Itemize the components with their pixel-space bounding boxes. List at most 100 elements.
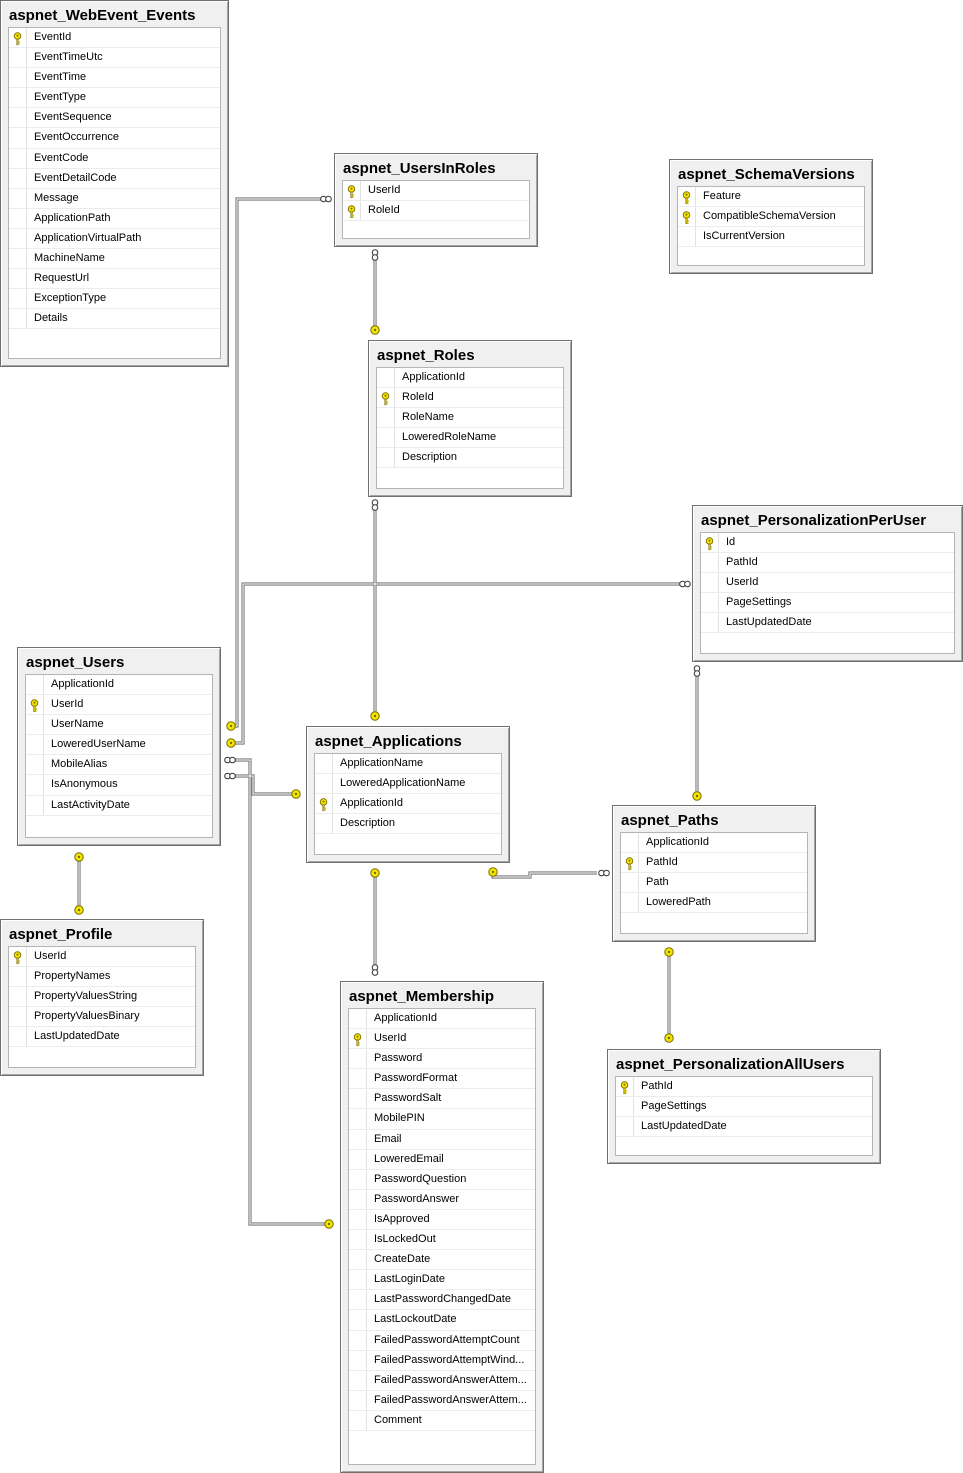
column-row-passwordquestion[interactable]: PasswordQuestion bbox=[349, 1169, 535, 1190]
column-row-path[interactable]: Path bbox=[621, 873, 807, 894]
primary-key-icon bbox=[681, 190, 692, 205]
column-row-eventsequence[interactable]: EventSequence bbox=[9, 108, 220, 129]
column-name: PasswordQuestion bbox=[374, 1172, 467, 1185]
column-row-passwordanswer[interactable]: PasswordAnswer bbox=[349, 1189, 535, 1210]
column-row-pagesettings[interactable]: PageSettings bbox=[616, 1097, 872, 1118]
column-row-eventtype[interactable]: EventType bbox=[9, 88, 220, 109]
column-row-iscurrentversion[interactable]: IsCurrentVersion bbox=[678, 227, 864, 248]
column-row-loweredusername[interactable]: LoweredUserName bbox=[26, 735, 212, 756]
column-row-machinename[interactable]: MachineName bbox=[9, 249, 220, 270]
column-row-eventid[interactable]: EventId bbox=[9, 28, 220, 49]
column-row-applicationid[interactable]: ApplicationId bbox=[315, 794, 501, 815]
column-row-applicationpath[interactable]: ApplicationPath bbox=[9, 208, 220, 229]
column-row-email[interactable]: Email bbox=[349, 1129, 535, 1150]
column-row-mobilepin[interactable]: MobilePIN bbox=[349, 1109, 535, 1130]
column-row-propertyvaluesstring[interactable]: PropertyValuesString bbox=[9, 987, 195, 1008]
column-name: PropertyValuesBinary bbox=[34, 1010, 140, 1023]
column-row-failedpasswordanswerattem[interactable]: FailedPasswordAnswerAttem... bbox=[349, 1370, 535, 1391]
column-row-feature[interactable]: Feature bbox=[678, 187, 864, 208]
column-row-applicationname[interactable]: ApplicationName bbox=[315, 754, 501, 775]
column-row-compatibleschemaversion[interactable]: CompatibleSchemaVersion bbox=[678, 207, 864, 228]
column-row-pathid[interactable]: PathId bbox=[701, 553, 954, 574]
row-selector bbox=[616, 1117, 634, 1137]
column-row-pathid[interactable]: PathId bbox=[621, 853, 807, 874]
column-row-loweredemail[interactable]: LoweredEmail bbox=[349, 1149, 535, 1170]
row-selector bbox=[315, 814, 333, 834]
column-row-loweredpath[interactable]: LoweredPath bbox=[621, 893, 807, 914]
column-row-isanonymous[interactable]: IsAnonymous bbox=[26, 775, 212, 796]
column-row-message[interactable]: Message bbox=[9, 188, 220, 209]
column-row-failedpasswordanswerattem[interactable]: FailedPasswordAnswerAttem... bbox=[349, 1390, 535, 1411]
many-end-roles-applications bbox=[371, 499, 379, 511]
column-row-lastupdateddate[interactable]: LastUpdatedDate bbox=[701, 613, 954, 634]
column-row-eventoccurrence[interactable]: EventOccurrence bbox=[9, 128, 220, 149]
column-row-details[interactable]: Details bbox=[9, 309, 220, 330]
column-row-comment[interactable]: Comment bbox=[349, 1410, 535, 1431]
column-row-passwordformat[interactable]: PasswordFormat bbox=[349, 1069, 535, 1090]
column-row-requesturl[interactable]: RequestUrl bbox=[9, 269, 220, 290]
row-selector bbox=[349, 1390, 367, 1410]
column-row-exceptiontype[interactable]: ExceptionType bbox=[9, 289, 220, 310]
column-row-username[interactable]: UserName bbox=[26, 715, 212, 736]
column-row-propertyvaluesbinary[interactable]: PropertyValuesBinary bbox=[9, 1007, 195, 1028]
column-row-description[interactable]: Description bbox=[315, 814, 501, 835]
column-row-islockedout[interactable]: IsLockedOut bbox=[349, 1230, 535, 1251]
column-row-eventdetailcode[interactable]: EventDetailCode bbox=[9, 168, 220, 189]
column-row-eventtimeutc[interactable]: EventTimeUtc bbox=[9, 48, 220, 69]
column-row-rolename[interactable]: RoleName bbox=[377, 408, 563, 429]
column-row-lastactivitydate[interactable]: LastActivityDate bbox=[26, 795, 212, 816]
column-row-isapproved[interactable]: IsApproved bbox=[349, 1209, 535, 1231]
column-row-createdate[interactable]: CreateDate bbox=[349, 1250, 535, 1271]
column-row-description[interactable]: Description bbox=[377, 448, 563, 469]
column-row-userid[interactable]: UserId bbox=[349, 1029, 535, 1050]
table-title: aspnet_WebEvent_Events bbox=[9, 7, 196, 24]
column-row-lastpasswordchangeddate[interactable]: LastPasswordChangedDate bbox=[349, 1290, 535, 1311]
column-row-lastupdateddate[interactable]: LastUpdatedDate bbox=[9, 1027, 195, 1048]
column-row-mobilealias[interactable]: MobileAlias bbox=[26, 755, 212, 776]
column-row-loweredapplicationname[interactable]: LoweredApplicationName bbox=[315, 774, 501, 795]
column-row-userid[interactable]: UserId bbox=[26, 695, 212, 716]
column-row-lastlogindate[interactable]: LastLoginDate bbox=[349, 1270, 535, 1291]
column-row-applicationid[interactable]: ApplicationId bbox=[621, 833, 807, 854]
column-name: LastUpdatedDate bbox=[641, 1120, 727, 1133]
column-row-applicationid[interactable]: ApplicationId bbox=[26, 675, 212, 696]
column-row-pagesettings[interactable]: PageSettings bbox=[701, 593, 954, 614]
column-row-userid[interactable]: UserId bbox=[9, 947, 195, 968]
column-row-failedpasswordattemptwind[interactable]: FailedPasswordAttemptWind... bbox=[349, 1350, 535, 1371]
column-row-applicationid[interactable]: ApplicationId bbox=[377, 368, 563, 389]
row-selector bbox=[9, 987, 27, 1007]
column-row-lastlockoutdate[interactable]: LastLockoutDate bbox=[349, 1310, 535, 1331]
column-row-eventtime[interactable]: EventTime bbox=[9, 68, 220, 89]
row-selector bbox=[9, 188, 27, 208]
column-row-id[interactable]: Id bbox=[701, 533, 954, 554]
row-selector bbox=[9, 309, 27, 329]
column-row-userid[interactable]: UserId bbox=[343, 181, 529, 202]
column-name: PathId bbox=[726, 556, 758, 569]
row-selector bbox=[26, 755, 44, 775]
column-row-password[interactable]: Password bbox=[349, 1049, 535, 1070]
column-name: ApplicationId bbox=[340, 797, 403, 810]
column-row-userid[interactable]: UserId bbox=[701, 573, 954, 594]
column-row-pathid[interactable]: PathId bbox=[616, 1077, 872, 1098]
column-row-propertynames[interactable]: PropertyNames bbox=[9, 967, 195, 988]
column-row-passwordsalt[interactable]: PasswordSalt bbox=[349, 1089, 535, 1110]
column-row-failedpasswordattemptcount[interactable]: FailedPasswordAttemptCount bbox=[349, 1330, 535, 1351]
column-row-loweredrolename[interactable]: LoweredRoleName bbox=[377, 428, 563, 449]
column-row-eventcode[interactable]: EventCode bbox=[9, 148, 220, 169]
column-row-lastupdateddate[interactable]: LastUpdatedDate bbox=[616, 1117, 872, 1138]
column-row-roleid[interactable]: RoleId bbox=[377, 388, 563, 409]
column-row-roleid[interactable]: RoleId bbox=[343, 201, 529, 222]
column-row-applicationvirtualpath[interactable]: ApplicationVirtualPath bbox=[9, 228, 220, 250]
column-row-applicationid[interactable]: ApplicationId bbox=[349, 1009, 535, 1030]
